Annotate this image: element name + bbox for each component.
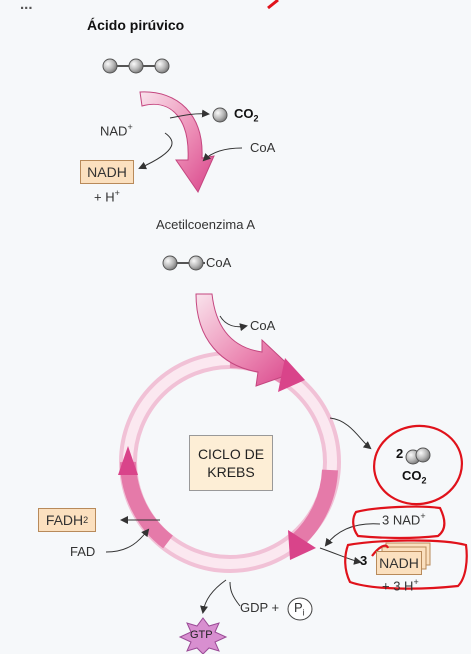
pyruvate-to-acetyl-arrow [139, 91, 215, 194]
pi-label: Pi [294, 600, 305, 618]
nadh-output-arrow [319, 547, 362, 565]
gtp-label: GTP [190, 629, 213, 641]
co2-cycle-molecule-icon [405, 447, 431, 465]
cycle-arrowhead-bottom [288, 530, 316, 560]
nad-input-arrow [324, 523, 381, 547]
fad-input-arrow [105, 528, 150, 553]
coa-top-label: CoA [250, 140, 276, 155]
cycle-arrowhead-left [118, 446, 138, 475]
h3-label: + 3 H+ [382, 577, 419, 594]
acetyl-title: Acetilcoenzima A [156, 217, 255, 232]
co2-count: 2 [396, 446, 404, 461]
nadh3-box: NADH [376, 551, 422, 575]
co2-molecule-icon [212, 107, 228, 123]
fad-label: FAD [70, 544, 96, 559]
coa-input-arrow [202, 147, 243, 162]
nadh3-count: 3 [360, 553, 368, 568]
header-fragment: ... [20, 0, 33, 13]
nad-plus-label: NAD+ [100, 122, 133, 139]
krebs-line-2: KREBS [207, 464, 255, 480]
co2-release-arrow [169, 109, 210, 119]
co2-cycle-arrow [329, 417, 372, 450]
gdp-label: GDP + [240, 600, 280, 615]
gtp-output-arrow [200, 579, 227, 614]
gdp-input-arrow [229, 581, 241, 607]
nadh-box: NADH [80, 160, 134, 184]
nad3-label: 3 NAD+ [382, 511, 426, 528]
krebs-cycle-box: CICLO DE KREBS [189, 435, 273, 491]
co2-top-label: CO2 [234, 106, 259, 124]
pyruvate-title: Ácido pirúvico [87, 17, 185, 33]
red-annotations [344, 424, 468, 590]
h-plus-label: + H+ [94, 188, 120, 205]
acetyl-coa-molecule-icon [162, 255, 205, 271]
coa-release-label: CoA [250, 318, 276, 333]
pyruvate-molecule-icon [102, 58, 170, 74]
coa-release-arrow [219, 315, 248, 332]
krebs-line-1: CICLO DE [197, 446, 265, 462]
co2-cycle-label: CO2 [402, 468, 427, 486]
pi-circle-icon [287, 597, 313, 621]
nad-to-nadh-arrow [138, 132, 173, 170]
acetyl-coa-label: CoA [206, 255, 232, 270]
acetyl-entry-arrow [195, 293, 297, 387]
cycle-arrowhead-top [278, 358, 305, 392]
gtp-star-icon [178, 617, 228, 654]
red-stroke-top [267, 0, 279, 10]
